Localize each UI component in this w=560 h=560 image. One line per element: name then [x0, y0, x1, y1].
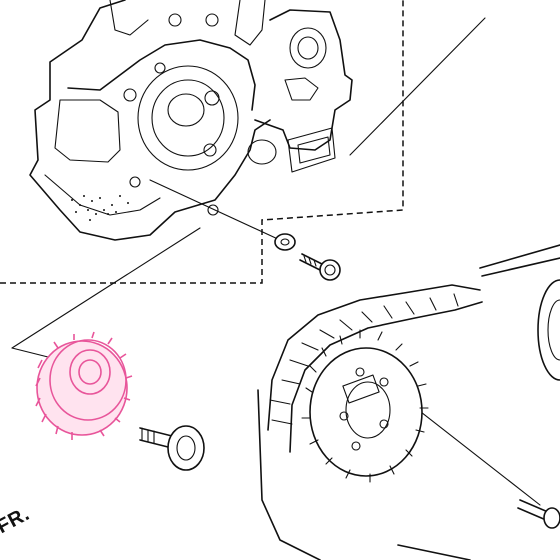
- flange-bolt: [299, 253, 341, 281]
- crankcase-section-boundary: [0, 0, 404, 284]
- rear-hub: [537, 279, 560, 381]
- crankcase: [29, 0, 353, 241]
- washer: [274, 233, 296, 251]
- sprocket-bolt: [139, 425, 205, 471]
- drive-sprocket: [35, 331, 133, 440]
- driven-sprocket: [301, 329, 429, 483]
- axle-bolt: [517, 499, 560, 529]
- casting-texture: [71, 195, 129, 221]
- drive-chain: [257, 244, 560, 560]
